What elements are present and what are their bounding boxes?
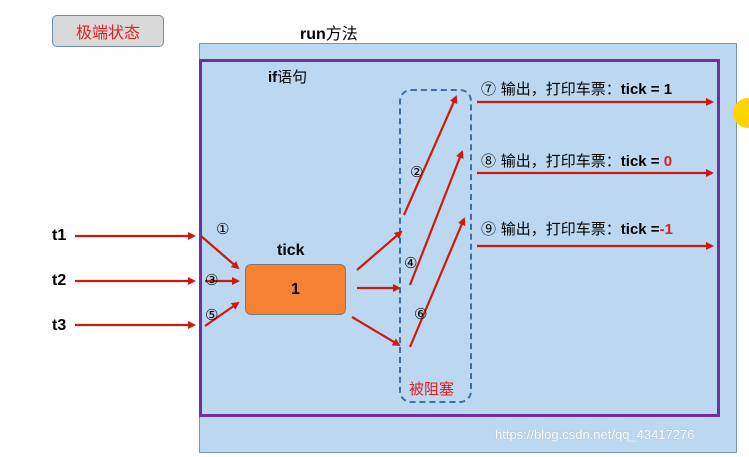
tick-out-down	[351, 316, 401, 347]
cursor-highlight	[733, 98, 749, 128]
tick-out-up	[356, 230, 403, 271]
output-9-tick: tick =	[620, 221, 660, 238]
if-statement-title: if语句	[268, 66, 307, 87]
tick-value: 1	[291, 280, 300, 298]
output-8-num: ⑧	[481, 152, 497, 170]
output-9-text: 输出，打印车票：	[496, 220, 621, 238]
blocked-label: 被阻塞	[409, 380, 455, 398]
step-1-marker: ①	[216, 220, 230, 238]
step-5-marker: ⑤	[205, 306, 219, 324]
run-method-box	[199, 43, 737, 453]
thread-t2-label: t2	[52, 272, 67, 289]
blocked-region	[399, 89, 472, 403]
arrow-step-4	[408, 150, 464, 286]
run-keyword: run	[300, 26, 326, 43]
output-7-tick: tick =	[620, 81, 664, 98]
step-3-marker: ③	[205, 271, 219, 289]
output-9-num: ⑨	[481, 220, 497, 238]
if-suffix: 语句	[277, 68, 308, 86]
output-7-num: ⑦	[481, 80, 497, 98]
output-9-value: -1	[659, 221, 673, 238]
step-2-marker: ②	[410, 163, 424, 181]
output-7-value: 1	[663, 81, 673, 98]
output-8-value: 0	[663, 153, 673, 170]
if-keyword: if	[268, 69, 278, 86]
thread-t3-label: t3	[52, 317, 67, 334]
output-line-7: ⑦ 输出，打印车票：tick = 1	[481, 78, 672, 99]
output-8-tick: tick =	[620, 153, 664, 170]
arrow-step-2	[402, 95, 458, 216]
extreme-state-button[interactable]: 极端状态	[52, 15, 164, 47]
tick-value-box: 1	[245, 264, 346, 315]
step-6-marker: ⑥	[414, 305, 428, 323]
step-4-marker: ④	[404, 254, 418, 272]
arrow-to-tick-3	[204, 301, 240, 327]
thread-t1-label: t1	[52, 227, 67, 244]
arrow-step-6	[408, 217, 466, 348]
run-method-title: run方法	[300, 20, 358, 44]
tick-label: tick	[277, 242, 305, 259]
output-line-9: ⑨ 输出，打印车票：tick =-1	[481, 218, 673, 239]
run-suffix: 方法	[325, 24, 358, 43]
arrow-to-tick-1	[200, 235, 240, 270]
if-statement-box	[199, 59, 720, 417]
output-7-text: 输出，打印车票：	[496, 80, 621, 98]
output-8-text: 输出，打印车票：	[496, 152, 621, 170]
watermark: https://blog.csdn.net/qq_43417276	[495, 427, 695, 442]
output-line-8: ⑧ 输出，打印车票：tick = 0	[481, 150, 672, 171]
